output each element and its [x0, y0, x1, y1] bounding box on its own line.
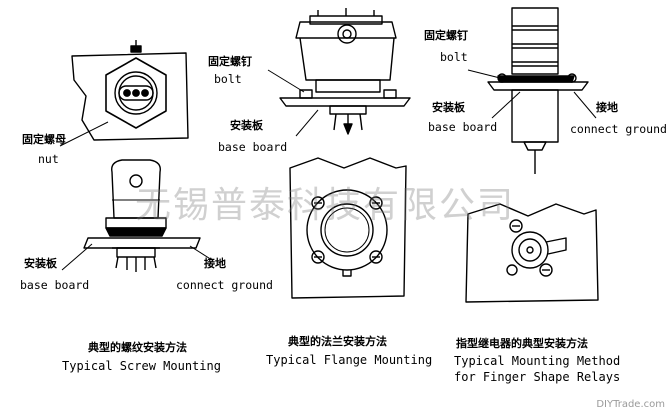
- base-board-label-cn-2: 安装板: [230, 119, 263, 132]
- finger-relay-side-view: [467, 7, 597, 174]
- site-watermark: DIYTrade.com: [596, 399, 665, 410]
- caption-finger-en-2: for Finger Shape Relays: [454, 370, 621, 384]
- bolt-label-cn-2: 固定螺钉: [424, 29, 468, 42]
- ground-label-cn-1: 接地: [204, 257, 226, 270]
- bolt-label-cn-1: 固定螺钉: [208, 55, 252, 68]
- base-board-label-cn-1: 安装板: [24, 257, 57, 270]
- caption-finger-cn: 指型继电器的典型安装方法: [456, 337, 588, 350]
- bolt-label-en-1: bolt: [214, 72, 242, 86]
- base-board-label-en-3: base board: [428, 120, 498, 134]
- nut-label-cn: 固定螺母: [22, 133, 66, 146]
- base-board-label-en-2: base board: [218, 140, 288, 154]
- screw-mount-side-view: [61, 159, 213, 272]
- caption-screw-en: Typical Screw Mounting: [62, 359, 221, 373]
- flange-mount-side-view: [267, 8, 411, 137]
- bolt-label-en-2: bolt: [440, 50, 468, 64]
- caption-finger-en-1: Typical Mounting Method: [454, 354, 621, 368]
- ground-label-en-1: connect ground: [176, 278, 273, 292]
- caption-screw-cn: 典型的螺纹安装方法: [88, 341, 187, 354]
- caption-flange-cn: 典型的法兰安装方法: [288, 335, 387, 348]
- caption-flange-en: Typical Flange Mounting: [266, 353, 433, 367]
- ground-label-cn-2: 接地: [596, 101, 618, 114]
- base-board-label-en-1: base board: [20, 278, 90, 292]
- base-board-label-cn-3: 安装板: [432, 101, 465, 114]
- flange-mount-top-view: [289, 157, 407, 299]
- ground-label-en-2: connect ground: [570, 122, 667, 136]
- nut-label-en: nut: [38, 152, 59, 166]
- screw-mount-top-view: [59, 40, 189, 147]
- company-watermark: 无锡普泰科技有限公司: [135, 185, 516, 226]
- finger-relay-top-view: [465, 203, 599, 303]
